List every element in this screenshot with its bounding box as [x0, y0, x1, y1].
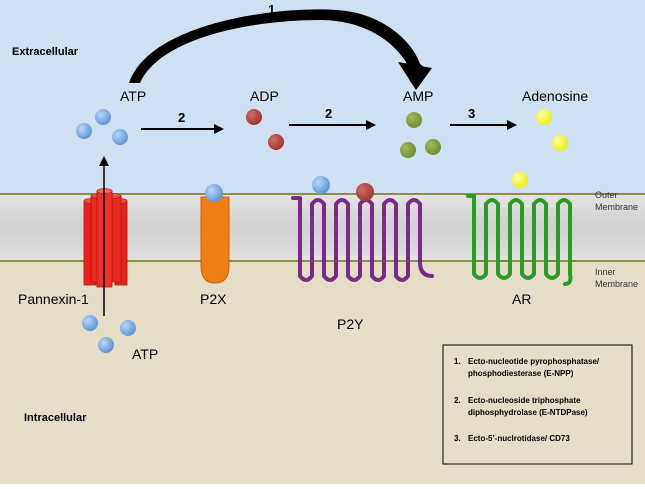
- p2x-receptor: [200, 196, 230, 284]
- outer-membrane-label-2: Membrane: [595, 202, 638, 212]
- legend-item-1-line-2: phosphodiesterase (E-NPP): [468, 369, 574, 378]
- legend-item-3-number: 3.: [454, 434, 461, 443]
- legend-item-1-line-1: Ecto-nucleotide pyrophosphatase/: [468, 357, 600, 366]
- legend-item-2-line-1: Ecto-nucleoside triphosphate: [468, 396, 581, 405]
- adp-molecule: [246, 109, 262, 125]
- atp-molecule: [112, 129, 128, 145]
- ar-label: AR: [512, 291, 531, 307]
- step-1-curved-arrow: [129, 9, 428, 83]
- atp-molecule: [120, 320, 136, 336]
- legend-item-2-number: 2.: [454, 396, 461, 405]
- atp-molecule: [95, 109, 111, 125]
- inner-membrane-label-2: Membrane: [595, 279, 638, 289]
- step-3-label: 3: [468, 106, 475, 121]
- step-1-label: 1: [268, 2, 275, 17]
- legend-item-1-number: 1.: [454, 357, 461, 366]
- adenosine-label: Adenosine: [522, 88, 588, 104]
- step-2a-label: 2: [178, 110, 185, 125]
- atp-molecule-bound-p2y: [312, 176, 330, 194]
- atp-molecule: [76, 123, 92, 139]
- atp-top-label: ATP: [120, 88, 146, 104]
- enzyme-legend: 1. Ecto-nucleotide pyrophosphatase/ phos…: [442, 344, 633, 465]
- adenosine-molecule: [536, 109, 552, 125]
- legend-item-2-line-2: diphosphydrolase (E-NTDPase): [468, 408, 588, 417]
- adenosine-molecule: [512, 172, 528, 188]
- step-1-arrowhead: [398, 62, 432, 90]
- amp-label: AMP: [403, 88, 433, 104]
- step-2b-label: 2: [325, 106, 332, 121]
- ar-receptor: [466, 194, 573, 286]
- adp-molecule-bound-p2y: [356, 183, 374, 201]
- extracellular-label: Extracellular: [12, 46, 79, 58]
- atp-molecule: [82, 315, 98, 331]
- adp-molecule: [268, 134, 284, 150]
- pannexin-1-label: Pannexin-1: [18, 291, 89, 307]
- pannexin-1-channel: [83, 188, 128, 288]
- p2x-label: P2X: [200, 291, 227, 307]
- adenosine-molecule: [552, 135, 568, 151]
- intracellular-label: Intracellular: [24, 412, 87, 424]
- atp-molecule: [98, 337, 114, 353]
- legend-item-3-line-1: Ecto-5’-nuclrotidase/ CD73: [468, 434, 570, 443]
- outer-membrane-label-1: Outer: [595, 190, 618, 200]
- amp-molecule: [425, 139, 441, 155]
- amp-molecule: [400, 142, 416, 158]
- inner-membrane-label-1: Inner: [595, 267, 616, 277]
- adp-label: ADP: [250, 88, 279, 104]
- amp-molecule: [406, 112, 422, 128]
- atp-molecule-bound-p2x: [205, 184, 223, 202]
- p2y-label: P2Y: [337, 316, 364, 332]
- atp-bottom-label: ATP: [132, 346, 158, 362]
